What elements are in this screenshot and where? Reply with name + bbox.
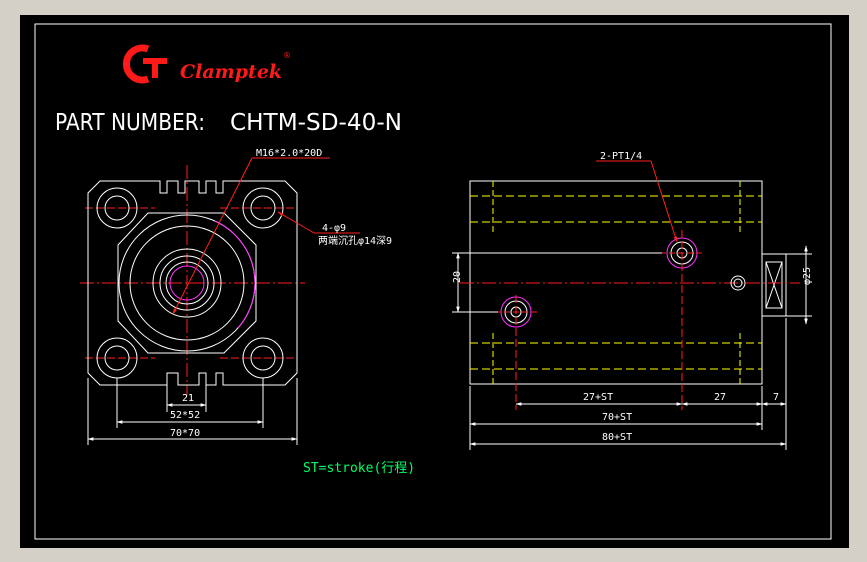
logo-g-stem [152, 58, 158, 78]
front-thread-major [165, 261, 209, 305]
part-number-label: PART NUMBER: [55, 110, 205, 136]
dim-70-text: 70*70 [170, 428, 200, 439]
drawing-svg: Clamptek ® PART NUMBER: CHTM-SD-40-N [34, 23, 832, 540]
front-rod-inner [159, 255, 215, 311]
stroke-note: ST=stroke(行程) [303, 461, 415, 476]
dim-80st-text: 80+ST [602, 432, 632, 443]
front-head-circle [129, 225, 245, 341]
port-callout: 2-PT1/4 [600, 151, 642, 162]
thread-callout: M16*2.0*20D [256, 148, 322, 159]
dim-25-text: φ25 [802, 267, 813, 285]
dim-70st-text: 70+ST [602, 412, 632, 423]
holes-callout-2: 两端沉孔φ14深9 [318, 234, 392, 247]
side-rod-end [761, 253, 787, 317]
front-mount-hole [242, 187, 284, 229]
side-rod-flat [765, 261, 783, 309]
front-bore-magenta-arc [118, 214, 256, 352]
dim-7-text: 7 [773, 392, 779, 403]
registered-mark: ® [283, 51, 291, 60]
front-mount-hole [96, 187, 138, 229]
clamptek-logo: Clamptek ® [123, 44, 291, 84]
front-body-outline [87, 180, 298, 386]
holes-callout-1: 4-φ9 [322, 223, 346, 234]
part-number-value: CHTM-SD-40-N [230, 110, 402, 136]
dim-20-text: 20 [452, 271, 463, 283]
port-leader [650, 160, 678, 243]
side-view [452, 160, 812, 450]
logo-c-shape [123, 44, 150, 84]
dim-52-text: 52*52 [170, 410, 200, 421]
dim-27st-text: 27+ST [583, 392, 613, 403]
holes-leader [277, 211, 315, 234]
side-small-hole [730, 275, 746, 291]
drawing-border [34, 23, 832, 540]
thread-leader [172, 157, 253, 315]
drawing-canvas[interactable]: Clamptek ® PART NUMBER: CHTM-SD-40-N [20, 15, 849, 548]
front-view [80, 157, 360, 445]
front-boss-outline [117, 212, 257, 354]
front-thread-minor [169, 265, 205, 301]
dim-21-text: 21 [182, 393, 194, 404]
side-rod-cross [765, 261, 783, 309]
brand-name: Clamptek [180, 61, 282, 83]
front-rod-circle [152, 248, 222, 318]
dim-27-text: 27 [714, 392, 726, 403]
